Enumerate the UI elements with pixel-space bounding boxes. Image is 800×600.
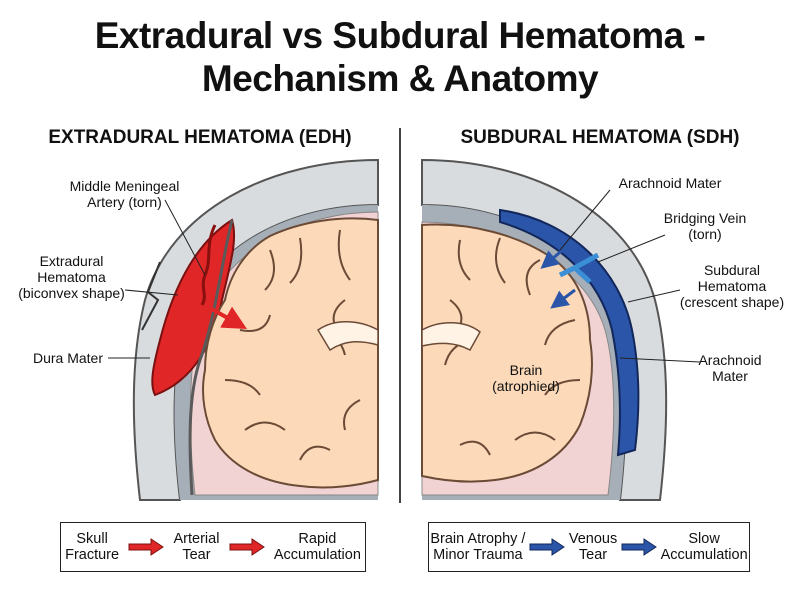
sdh-step1-line2: Minor Trauma xyxy=(433,547,523,563)
edh-step3-line2: Accumulation xyxy=(273,547,361,563)
anatomy-diagram xyxy=(108,158,701,501)
sdh-heading: SUBDURAL HEMATOMA (SDH) xyxy=(460,127,740,148)
label-extradural-hematoma: Extradural Hematoma (biconvex shape) xyxy=(14,253,129,301)
label-middle-meningeal-artery: Middle Meningeal Artery (torn) xyxy=(52,178,197,210)
sdh-arrow-1 xyxy=(540,246,566,269)
edh-mechanism-flow: Skull Fracture Arterial Tear Rapid Accum… xyxy=(60,522,366,572)
edh-diagram xyxy=(108,158,379,501)
edh-heading: EXTRADURAL HEMATOMA (EDH) xyxy=(48,127,352,148)
sdh-arrow-2 xyxy=(550,288,576,309)
leader-edh xyxy=(124,289,179,296)
label-brain-line2: (atrophied) xyxy=(492,378,560,394)
edh-step1-line2: Fracture xyxy=(65,547,120,563)
label-arachnoid-mater: Arachnoid Mater xyxy=(690,352,770,384)
sdh-step3-line1: Slow xyxy=(688,531,720,547)
edh-hematoma xyxy=(151,218,236,397)
sdh-ventricle xyxy=(421,322,481,352)
label-sdh-line3: (crescent shape) xyxy=(679,294,785,310)
edh-ventricle xyxy=(316,321,379,352)
leader-sdh xyxy=(627,289,681,303)
label-arachnoid-line2: Mater xyxy=(712,368,748,384)
label-arachnoid-mater-top: Arachnoid Mater xyxy=(618,175,722,191)
red-arrow-icon xyxy=(128,538,165,556)
sdh-step2-line2: Tear xyxy=(578,547,608,563)
label-vein-line2: (torn) xyxy=(688,226,722,242)
sdh-diagram xyxy=(421,158,701,501)
sdh-mechanism-flow: Brain Atrophy / Minor Trauma Venous Tear… xyxy=(428,522,750,572)
title-line-1: Extradural vs Subdural Hematoma - xyxy=(94,15,706,56)
label-dura-mater: Dura Mater xyxy=(32,350,104,366)
edh-step-2: Arterial Tear xyxy=(174,531,220,563)
red-arrow-icon xyxy=(229,538,265,556)
label-edh-line3: (biconvex shape) xyxy=(18,285,125,301)
edh-pressure-arrow xyxy=(209,306,247,329)
leader-arachnoid-top xyxy=(559,189,611,251)
sdh-brain xyxy=(421,223,593,483)
page-title: Extradural vs Subdural Hematoma - Mechan… xyxy=(0,14,800,100)
edh-step2-line1: Arterial xyxy=(173,531,220,547)
leader-artery xyxy=(164,199,206,276)
sdh-gyri xyxy=(444,237,581,456)
label-artery-line1: Middle Meningeal xyxy=(69,178,180,194)
label-subdural-hematoma: Subdural Hematoma (crescent shape) xyxy=(672,262,792,310)
edh-step-3: Rapid Accumulation xyxy=(274,531,361,563)
sdh-step-3: Slow Accumulation xyxy=(661,531,748,563)
label-edh-line1: Extradural xyxy=(39,253,104,269)
label-sdh-line1: Subdural xyxy=(703,262,761,278)
edh-step1-line1: Skull xyxy=(76,531,108,547)
title-line-2: Mechanism & Anatomy xyxy=(201,58,599,99)
bridging-vein xyxy=(558,252,600,284)
sdh-step2-line1: Venous xyxy=(568,531,618,547)
label-bridging-vein: Bridging Vein (torn) xyxy=(655,210,755,242)
label-sdh-line2: Hematoma xyxy=(697,278,767,294)
sdh-step-2: Venous Tear xyxy=(569,531,617,563)
edh-brain xyxy=(202,217,379,489)
leader-arachnoid xyxy=(619,357,701,363)
label-brain: Brain (atrophied) xyxy=(476,362,576,394)
skull-fracture xyxy=(141,261,161,331)
edh-step2-line2: Tear xyxy=(182,547,211,563)
blue-arrow-icon xyxy=(529,538,566,556)
label-artery-line2: Artery (torn) xyxy=(87,194,162,210)
edh-step-1: Skull Fracture xyxy=(65,531,119,563)
panel-divider xyxy=(399,128,401,503)
edh-dura xyxy=(188,219,234,496)
blue-arrow-icon xyxy=(621,538,657,556)
label-edh-line2: Hematoma xyxy=(37,269,106,285)
label-arachnoid-line1: Arachnoid xyxy=(698,352,762,368)
leader-vein xyxy=(597,234,666,263)
sdh-step1-line1: Brain Atrophy / xyxy=(430,531,526,547)
edh-step3-line1: Rapid xyxy=(298,531,337,547)
label-vein-line1: Bridging Vein xyxy=(663,210,747,226)
sdh-step3-line2: Accumulation xyxy=(660,547,748,563)
label-brain-line1: Brain xyxy=(509,362,543,378)
sdh-step-1: Brain Atrophy / Minor Trauma xyxy=(430,531,525,563)
